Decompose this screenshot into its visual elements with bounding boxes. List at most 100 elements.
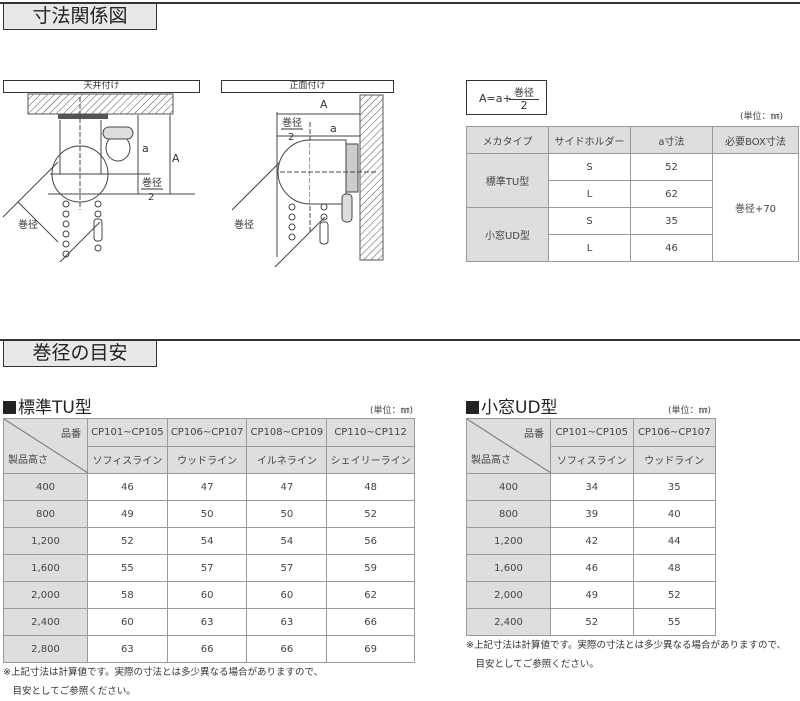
table-cell: 800 [466, 500, 551, 528]
section-divider [0, 339, 800, 341]
table-cell: 58 [87, 581, 168, 609]
table-cell: 66 [166, 635, 248, 663]
table-cell: ソフィスラインウッドライン [467, 445, 716, 474]
table-cell: 63 [166, 608, 248, 636]
product-code: CP106~CP107 [166, 418, 248, 447]
corner-top: 品番 [61, 429, 81, 440]
ud-note: ※上記寸法は計算値です。実際の寸法とは多少異なる場合がありますので、 目安として… [466, 640, 787, 670]
table-cell: 63 [87, 635, 168, 663]
table-cell: 1,600 [466, 554, 551, 582]
table-cell: 52 [87, 527, 168, 555]
product-line: イルネライン [246, 445, 328, 474]
table-cell: 40 [632, 500, 716, 528]
table-cell: 54 [166, 527, 248, 555]
table-cell: 1,600 [3, 554, 88, 582]
svg-text:a: a [330, 122, 337, 135]
table-cell: 2,800 [3, 635, 88, 663]
table-cell: 50 [166, 500, 248, 528]
section-title-dimensions: 寸法関係図 [3, 3, 157, 30]
table-cell: ソフィスラインウッドラインイルネラインシェイリーライン [4, 445, 415, 474]
table-cell: 品番製品高さ [466, 418, 551, 474]
table-cell: 52 [632, 581, 716, 609]
svg-text:A: A [172, 152, 180, 165]
table-cell: 49 [550, 581, 634, 609]
product-code: CP101~CP105 [550, 418, 634, 447]
table-cell: 800 [3, 500, 88, 528]
svg-text:巻径: 巻径 [18, 218, 38, 231]
unit-label: (単位：㎜) [370, 406, 414, 416]
table-cell: 52 [326, 500, 415, 528]
formula-box: A=a+ 巻径 2 [466, 80, 547, 115]
table-cell: 60 [166, 581, 248, 609]
table-cell: 66 [326, 608, 415, 636]
svg-text:A: A [320, 98, 328, 111]
product-code: CP106~CP107 [632, 418, 716, 447]
unit-label: (単位：㎜) [668, 406, 712, 416]
corner-bottom: 製品高さ [471, 455, 511, 466]
table-cell: 63 [246, 608, 328, 636]
box-size: 巻径+70 [712, 153, 799, 262]
diagram-title-ceiling: 天井付け [3, 80, 200, 93]
table-cell: 57 [166, 554, 248, 582]
table-cell: 66 [246, 635, 328, 663]
table-cell: 59 [326, 554, 415, 582]
table-cell: 50 [246, 500, 328, 528]
front-mount-diagram: A 巻径 2 a 巻径 [231, 94, 384, 267]
table-cell: 400 [466, 473, 551, 501]
product-line: ウッドライン [632, 445, 716, 474]
table-cell: 48 [326, 473, 415, 501]
table-cell: 55 [632, 608, 716, 636]
table-cell: 52 [550, 608, 634, 636]
table-cell: 54 [246, 527, 328, 555]
ud-title: 小窓UD型 [466, 393, 558, 418]
tu-title: 標準TU型 [3, 393, 92, 418]
table-cell: 46 [550, 554, 634, 582]
product-line: シェイリーライン [326, 445, 415, 474]
table-cell: 品番製品高さ [3, 418, 88, 474]
product-code: CP108~CP109 [246, 418, 328, 447]
table-cell: 60 [246, 581, 328, 609]
svg-text:2: 2 [148, 192, 154, 203]
table-cell: 34 [550, 473, 634, 501]
table-cell: 57 [246, 554, 328, 582]
table-cell: 47 [166, 473, 248, 501]
product-line: ウッドライン [166, 445, 248, 474]
table-cell: 62 [326, 581, 415, 609]
table-cell: 42 [550, 527, 634, 555]
corner-bottom: 製品高さ [8, 455, 48, 466]
table-cell: 49 [87, 500, 168, 528]
product-code: CP101~CP105 [87, 418, 168, 447]
table-cell: 35 [632, 473, 716, 501]
table-cell: 2,400 [466, 608, 551, 636]
svg-text:巻径: 巻径 [234, 218, 254, 231]
section-divider [0, 2, 800, 4]
table-cell: 44 [632, 527, 716, 555]
table-cell: 60 [87, 608, 168, 636]
table-cell: 2,400 [3, 608, 88, 636]
table-cell: 2,000 [466, 581, 551, 609]
table-cell: 69 [326, 635, 415, 663]
diagram-title-front: 正面付け [221, 80, 394, 93]
table-cell: 48 [632, 554, 716, 582]
svg-text:巻径: 巻径 [142, 176, 162, 189]
unit-label: (単位：㎜) [740, 112, 784, 122]
svg-text:2: 2 [288, 132, 294, 143]
